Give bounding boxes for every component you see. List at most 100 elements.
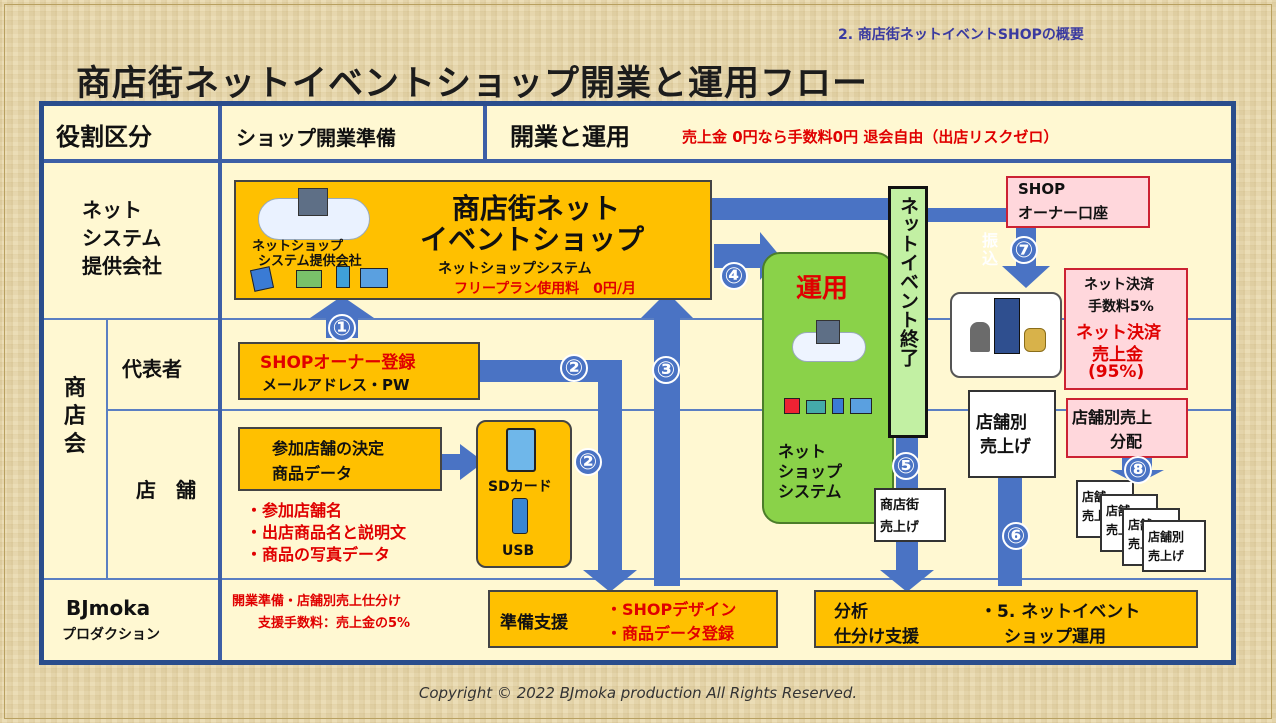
prep-support-item2: ・商品データ登録 (606, 624, 735, 643)
store-decision-line2: 商品データ (272, 464, 353, 483)
bank-building-icon (994, 298, 1020, 354)
fee-line1: ネット決済 (1084, 277, 1154, 293)
prep-support-box (488, 590, 778, 648)
distribution-line2: 分配 (1110, 432, 1143, 451)
header-prep: ショップ開業準備 (236, 126, 396, 150)
distribution-line1: 店舗別売上 (1072, 408, 1153, 427)
system-plan: フリープラン使用料 0円/月 (454, 281, 637, 297)
distribution-box (1066, 398, 1188, 458)
op-laptop-icon (806, 400, 826, 414)
store-decision-line1: 参加店舗の決定 (272, 439, 385, 458)
transfer-label: 振 込 (982, 231, 999, 268)
owner-account-box (1006, 176, 1150, 228)
fee-line2: 手数料5% (1088, 299, 1154, 315)
usb-label: USB (502, 543, 535, 559)
monitor-icon (360, 268, 388, 288)
step-5-marker: ⑤ (892, 452, 920, 480)
server-icon (298, 188, 328, 216)
col-divider-sub (106, 320, 108, 578)
op-tablet-icon (832, 398, 844, 414)
operation-label: 運用 (796, 274, 849, 304)
col-divider-2 (483, 106, 487, 162)
flow-bar-top (710, 198, 900, 220)
row-label-store: 店 舗 (136, 478, 196, 502)
section-label: 2. 商店街ネットイベントSHOPの概要 (838, 27, 1084, 43)
step-6-marker: ⑥ (1002, 522, 1030, 550)
store-item-3: ・商品の写真データ (246, 545, 391, 564)
event-end-band (888, 186, 928, 438)
owner-reg-line2: メールアドレス・PW (262, 376, 410, 394)
step-4-marker: ④ (720, 262, 748, 290)
store-decision-box (238, 427, 442, 491)
stack-doc-4: 店舗別 売上げ (1142, 520, 1206, 572)
fee-line5: (95%) (1088, 362, 1145, 382)
usb-icon (512, 498, 528, 534)
row-label-production: プロダクション (62, 627, 160, 643)
owner-registration-box (238, 342, 480, 400)
system-title-1: 商店街ネット (452, 192, 621, 225)
row-divider-1 (44, 318, 1231, 320)
step-1-marker: ① (328, 314, 356, 342)
tablet-icon (249, 266, 275, 292)
analysis-b1: ・5. ネットイベント (980, 602, 1141, 622)
system-name: ネットショップシステム (438, 261, 592, 277)
step-8-marker: ⑧ (1124, 456, 1152, 484)
op-phone-icon (784, 398, 800, 414)
row-label-shotenkai: 商 店 会 (64, 376, 87, 457)
analysis-a1: 分析 (834, 602, 868, 622)
fee-line3: ネット決済 (1076, 323, 1161, 343)
sd-card-label: SDカード (488, 479, 552, 495)
slide-frame (4, 4, 1272, 719)
store-items: ・参加店舗名 ・出店商品名と説明文 ・商品の写真データ (246, 500, 406, 566)
prep-support-label: 準備支援 (500, 613, 568, 633)
operation-sys-3: システム (778, 482, 842, 501)
arrow-right-2b (440, 444, 484, 480)
owner-account-line1: SHOP (1018, 180, 1066, 198)
arrowhead-down-7 (1002, 266, 1050, 288)
arrowhead-up-3 (641, 292, 693, 318)
fee-line4: 売上金 (1092, 345, 1143, 365)
bj-fee-line2: 支援手数料：売上金の5% (258, 616, 411, 631)
step-7-marker: ⑦ (1010, 236, 1038, 264)
analysis-box (814, 590, 1198, 648)
header-ops: 開業と運用 (510, 123, 630, 151)
prep-support-item1: ・SHOPデザイン (606, 600, 737, 619)
owner-account-line2: オーナー口座 (1018, 204, 1109, 222)
analysis-b2: ショップ運用 (1004, 627, 1106, 647)
provider-label-1: ネットショップ (252, 239, 344, 254)
store-item-1: ・参加店舗名 (246, 501, 343, 520)
system-title-2: イベントショップ (420, 223, 645, 256)
store-sales-doc (968, 390, 1056, 478)
store-sales-line2: 売上げ (980, 437, 1031, 457)
header-role: 役割区分 (56, 123, 152, 151)
row-label-rep: 代表者 (122, 357, 182, 381)
arrowhead-down-5 (880, 570, 934, 592)
flow-bar-to-account (900, 208, 1030, 222)
coins-icon (1024, 328, 1046, 352)
step-2b-marker: ② (574, 448, 602, 476)
provider-label-2: システム提供会社 (258, 254, 362, 269)
header-divider (44, 159, 1231, 163)
flow-bar-down-2 (598, 360, 622, 570)
row-label-bjmoka: BJmoka (66, 596, 151, 620)
phone-icon (336, 266, 350, 288)
op-monitor-icon (850, 398, 872, 414)
sd-card-icon (506, 428, 536, 472)
op-server-icon (816, 320, 840, 344)
street-sales-doc (874, 488, 946, 542)
analysis-a2: 仕分け支援 (834, 627, 919, 647)
street-sales-line2: 売上げ (880, 520, 920, 535)
step-2-marker: ② (560, 354, 588, 382)
bj-fee-line1: 開業準備・店舗別売上仕分け (232, 594, 402, 609)
person-icon (970, 322, 990, 352)
step-3-marker: ③ (652, 356, 680, 384)
operation-sys-2: ショップ (778, 462, 843, 481)
street-sales-line1: 商店街 (880, 498, 920, 513)
laptop-icon (296, 270, 322, 288)
store-sales-line1: 店舗別 (976, 413, 1027, 433)
arrowhead-down-2 (583, 570, 637, 592)
fee-box (1064, 268, 1188, 390)
page-title: 商店街ネットイベントショップ開業と運用フロー (76, 64, 869, 104)
row-label-net-system: ネット システム 提供会社 (82, 198, 162, 278)
store-item-2: ・出店商品名と説明文 (246, 523, 407, 542)
